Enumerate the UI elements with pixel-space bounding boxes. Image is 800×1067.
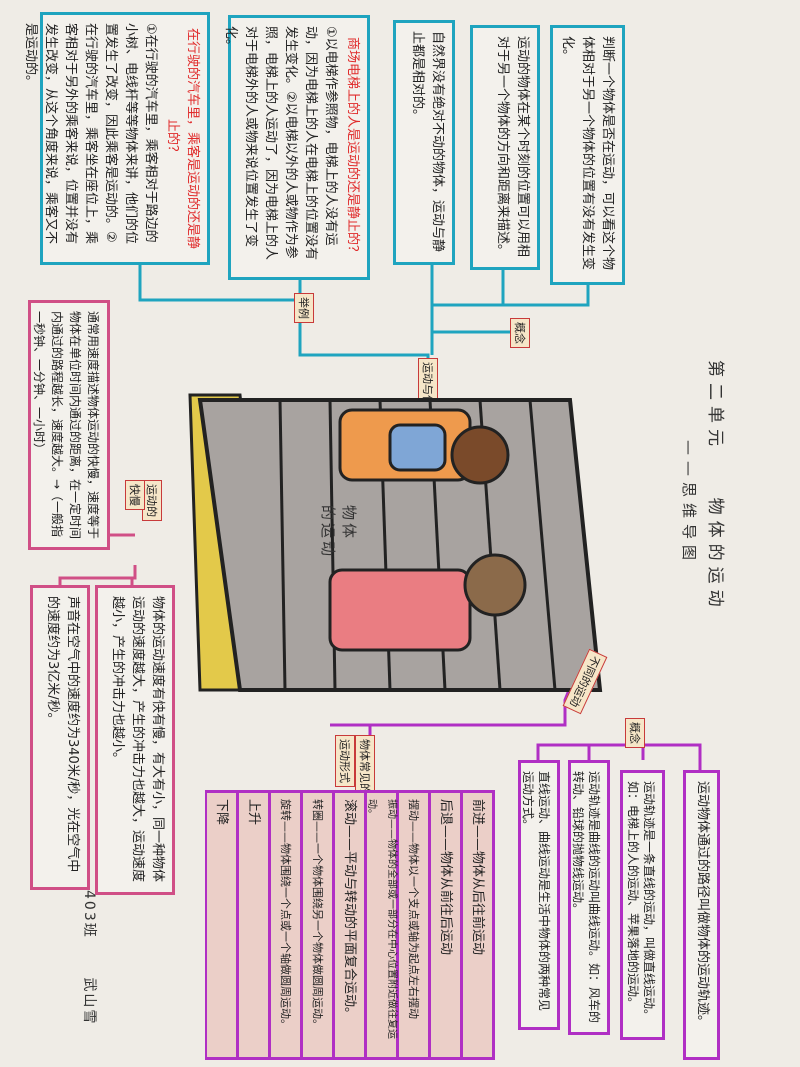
connector-concepts [501,270,590,307]
motion-form-text: 下降 [214,799,230,826]
signature-class: 403班 [81,890,97,939]
concept-label: 概念 [510,318,530,348]
forms-label-1: 物体常见的 [355,735,375,798]
motion-form-text: 转圈——一个物体围绕另一个物体做圆周运动。 [311,799,325,1030]
concept-text: 判断一个物体是否在运动，可以看这个物体相对于另一个物体的位置有没有发生变化。 [560,36,615,271]
motion-form-text: 滚动——平动与转动的平面复合运动。 [342,799,358,1021]
motion-form-text: 旋转——物体围绕一个点或一个轴做圆周运动。 [279,799,293,1030]
concept-text: 自然界没有绝对不动的物体，运动与静止都是相对的。 [410,31,445,253]
speed-detail-text: 物体的运动速度有快有慢，有大有小，同一种物体运动的速度越大，产生的冲击力也越大，… [110,596,165,883]
page-title: 第二单元 物体的运动 [705,360,730,613]
unit-title: 第二单元 [705,360,725,452]
motion-form-row: 后退——物体从前往后运动 [428,793,460,1057]
motion-form-row: 振动——物体的全部或一部分在中心位置附近做往复运动。 [364,793,398,1057]
motion-concept-text: 运动轨迹是曲线的运动叫曲线运动。如：风车的转动、铅球的抛物线运动。 [571,771,601,1024]
center-topic-line1: 物体 [340,505,358,542]
motion-form-row: 滚动——平动与转动的平面复合运动。 [332,793,364,1057]
speed-main-text: 通常用速度描述物体运动的快慢，速度等于物体在单位时间内通过的距离，在一定时间内通… [32,311,100,540]
center-topic: 物体的运动 [318,505,360,559]
example-box-escalator: 商场电梯上的人是运动的还是静止的？ ①以电梯作参照物，电梯上的人没有运动，因为电梯… [223,15,370,280]
motion-concept-text: 运动物体通过的路径叫做物体的运动轨迹。 [695,781,710,1029]
motion-form-text: 前进——物体从后往前运动 [470,799,486,956]
motion-concept-label: 概念 [625,718,645,748]
motion-form-text: 摆动——物体以一个支点或轴为起点左右摆动 [407,799,421,1019]
motion-form-row: 旋转——物体围绕一个点或一个轴做圆周运动。 [268,793,300,1057]
example-answer: ①以电梯作参照物，电梯上的人没有运动，因为电梯上的人在电梯上的位置没有发生变化。… [223,26,338,261]
speed-detail-box-sound-light: 声音在空气中的速度约为340米/秒，光在空气中的速度约为3亿米/秒。 [30,585,90,890]
signature: 403班 武山雪 [80,890,100,1025]
example-question: 商场电梯上的人是运动的还是静止的？ [345,36,360,258]
motion-form-row: 前进——物体从后往前运动 [460,793,492,1057]
concept-box-describe-position: 运动的物体在某个时刻的位置可以用相对于另一个物体的方向和距离来描述。 [470,25,540,270]
connector-examples [138,265,302,302]
motion-concept-text: 运动轨迹是一条直线的运动，叫做直线运动。如：电梯上的人的运动、苹果落地的运动。 [626,781,656,1022]
signature-name: 武山雪 [81,977,97,1026]
motion-forms-table: 前进——物体从后往前运动 后退——物体从前往后运动 摆动——物体以一个支点或轴为… [205,790,495,1060]
motion-form-row: 上升 [236,793,268,1057]
center-topic-line2: 的运动 [319,505,337,560]
motion-form-text: 后退——物体从前往后运动 [438,799,454,956]
position-branch-label: 运动与位置 [418,358,438,421]
concept-box-relativity: 自然界没有绝对不动的物体，运动与静止都是相对的。 [393,20,455,265]
motion-form-text: 振动——物体的全部或一部分在中心位置附近做往复运动。 [366,799,398,1039]
topic-title: 物体的运动 [705,497,725,613]
motion-concept-curved: 运动轨迹是曲线的运动叫曲线运动。如：风车的转动、铅球的抛物线运动。 [568,760,610,1035]
example-box-car: 在行驶的汽车里，乘客是运动的还是静止的？①在行驶的汽车里，乘客相对于路边的小树、… [23,12,210,265]
motion-concept-linear: 运动轨迹是一条直线的运动，叫做直线运动。如：电梯上的人的运动、苹果落地的运动。 [620,770,665,1040]
motion-form-text: 上升 [246,799,262,826]
page-subtitle: ——思维导图 [680,440,698,567]
example-question: 在行驶的汽车里，乘客是运动的还是静止的？ [165,27,200,249]
motion-concept-trajectory: 运动物体通过的路径叫做物体的运动轨迹。 [683,770,720,1060]
forms-label-2: 运动形式 [335,735,355,787]
speed-label-2: 快慢 [125,480,145,510]
motion-concept-common: 直线运动、曲线运动是生活中物体的两种常见运动方式。 [518,760,560,1030]
concept-box-relative-position: 判断一个物体是否在运动，可以看这个物体相对于另一个物体的位置有没有发生变化。 [550,25,625,285]
motion-concept-text: 直线运动、曲线运动是生活中物体的两种常见运动方式。 [521,771,551,1012]
example-label: 举例 [294,293,314,323]
concept-text: 运动的物体在某个时刻的位置可以用相对于另一个物体的方向和距离来描述。 [495,36,530,258]
motion-form-row: 转圈——一个物体围绕另一个物体做圆周运动。 [300,793,332,1057]
speed-detail-box-impact: 物体的运动速度有快有慢，有大有小，同一种物体运动的速度越大，产生的冲击力也越大，… [95,585,175,895]
speed-label-1: 运动的 [142,480,162,521]
speed-detail-text: 声音在空气中的速度约为340米/秒，光在空气中的速度约为3亿米/秒。 [45,596,80,873]
motion-form-row: 下降 [207,793,236,1057]
example-answer: ①在行驶的汽车里，乘客相对于路边的小树、电线杆等等物体来讲，他们的位置发生了改变… [23,23,158,245]
speed-main-box: 通常用速度描述物体运动的快慢，速度等于物体在单位时间内通过的距离，在一定时间内通… [28,300,110,550]
connector-motion [330,649,587,727]
